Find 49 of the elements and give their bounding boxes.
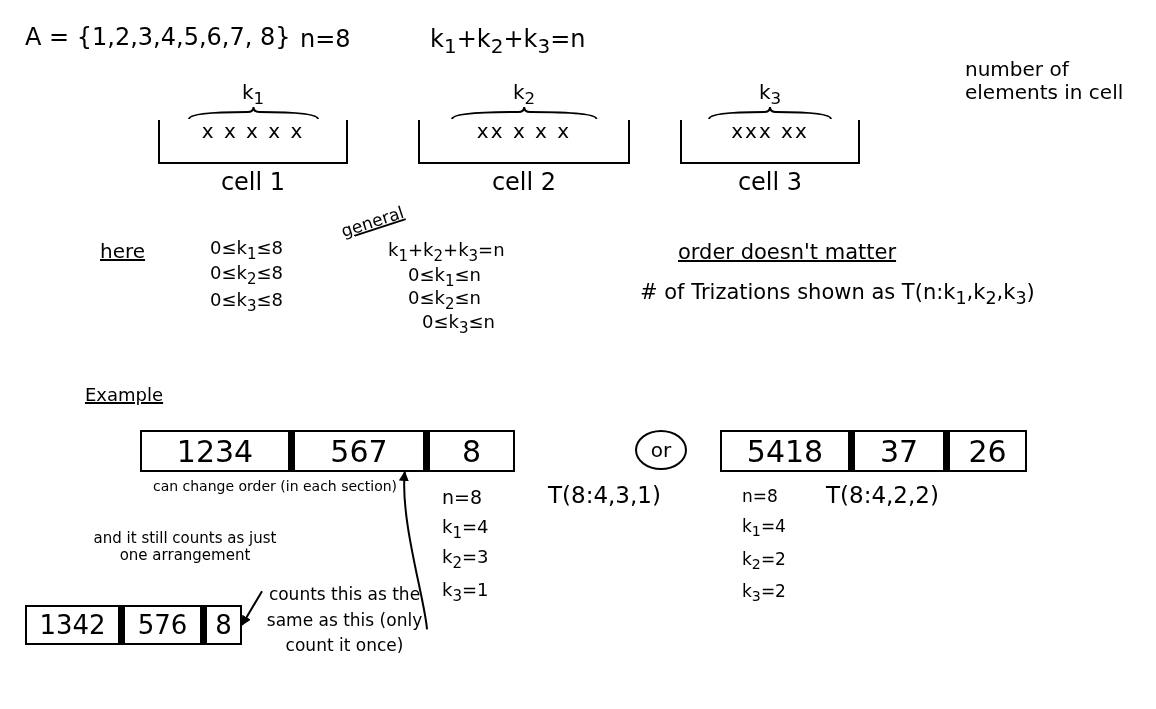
- cell-label: cell 2: [491, 168, 557, 196]
- count-label: k$_{1}$: [241, 80, 265, 104]
- formula: n=8: [442, 487, 483, 509]
- cell-label: cell 1: [220, 168, 286, 196]
- array-section: 8: [202, 605, 242, 645]
- inequality: 0≤k$_{3}$≤8: [210, 290, 284, 315]
- inequality: 0≤k$_{2}$≤8: [210, 263, 284, 288]
- cell-box: xx x x x: [418, 120, 630, 164]
- inequality: 0≤k$_{1}$≤n: [408, 265, 481, 290]
- array-section: 567: [290, 430, 425, 472]
- count-label: k$_{3}$: [758, 80, 782, 104]
- formula: k$_{1}$+k$_{2}$+k$_{3}$=n: [430, 26, 586, 58]
- inequality: 0≤k$_{2}$≤n: [408, 288, 481, 313]
- array-section: 5418: [720, 430, 850, 472]
- formula: k$_{1}$=4: [442, 517, 489, 542]
- note: counts this as the same as this (only count it once): [262, 582, 427, 659]
- array-section: 1234: [140, 430, 290, 472]
- array-section: 37: [850, 430, 945, 472]
- cell-box: x x x x x: [158, 120, 348, 164]
- array-section: 1342: [25, 605, 120, 645]
- arrow: [399, 471, 428, 631]
- formula: k$_{3}$=1: [442, 580, 489, 605]
- formula: T(8:4,3,1): [548, 482, 661, 509]
- heading: order doesn't matter: [678, 240, 897, 265]
- circled-word: or: [635, 430, 687, 470]
- heading: here: [100, 240, 146, 263]
- formula: k$_{2}$=2: [742, 550, 786, 573]
- sentence: # of Trizations shown as T(n:k$_{1}$,k$_{2}$,k$_{3}$): [640, 280, 1035, 309]
- formula: T(8:4,2,2): [826, 482, 939, 509]
- inequality: 0≤k$_{3}$≤n: [422, 312, 495, 337]
- inequality: 0≤k$_{1}$≤8: [210, 238, 284, 263]
- note: number of elements in cell: [965, 58, 1125, 104]
- array-section: 576: [120, 605, 202, 645]
- formula: n=8: [742, 487, 778, 507]
- note: can change order (in each section): [151, 478, 399, 495]
- formula: k$_{1}$+k$_{2}$+k$_{3}$=n: [388, 240, 505, 265]
- heading: Example: [85, 385, 164, 406]
- count-label: k$_{2}$: [512, 80, 536, 104]
- arrow: [241, 590, 263, 626]
- note: and it still counts as just one arrangement: [92, 530, 278, 565]
- set-definition: A = {1,2,3,4,5,6,7, 8}: [25, 24, 291, 52]
- formula: n=8: [300, 26, 351, 54]
- formula: k$_{3}$=2: [742, 582, 786, 605]
- cell-label: cell 3: [737, 168, 803, 196]
- formula: k$_{1}$=4: [742, 517, 786, 540]
- cell-box: xxx xx: [680, 120, 860, 164]
- array-section: 26: [945, 430, 1027, 472]
- array-section: 8: [425, 430, 515, 472]
- formula: k$_{2}$=3: [442, 547, 489, 572]
